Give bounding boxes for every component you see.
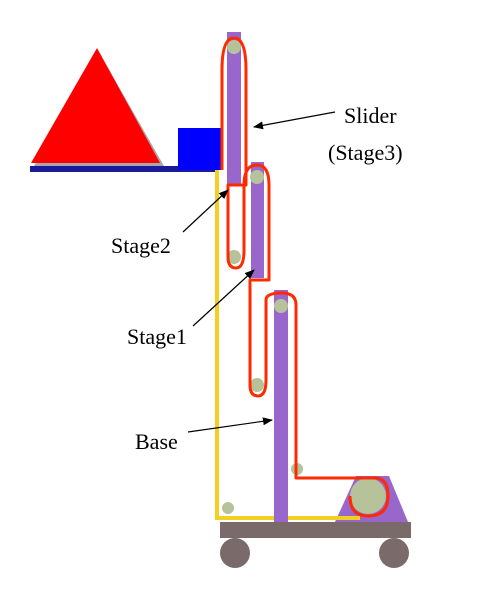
stage1-label: Stage1 <box>127 324 187 349</box>
pulley-stage2-top <box>250 170 264 184</box>
stage2-column <box>251 162 264 278</box>
base-leader-line <box>187 417 273 433</box>
stage1-column <box>274 290 288 522</box>
pulley-yellow-corner <box>222 502 234 514</box>
stage2-leader-line <box>182 189 229 233</box>
red-cable <box>220 36 390 518</box>
stage2-label: Stage2 <box>111 233 171 258</box>
motor-pulley <box>350 478 386 514</box>
slider-leader-line <box>253 111 336 130</box>
cart-platform <box>220 522 411 538</box>
slider-stage3-column <box>227 32 241 184</box>
pulley-stage1-top <box>274 299 288 313</box>
payload-base-plate <box>30 166 218 172</box>
cart-wheel-right <box>379 538 409 568</box>
yellow-belt <box>215 170 360 520</box>
payload-triangle <box>31 48 160 163</box>
cart-wheel-left <box>220 538 250 568</box>
pulley-slider-top <box>227 40 241 54</box>
slider-label-line2: (Stage3) <box>328 140 403 165</box>
pulley-stage2-bottom <box>227 250 241 264</box>
carriage-block <box>178 128 221 170</box>
base-label: Base <box>135 429 178 454</box>
stage1-leader-line <box>192 269 255 327</box>
pulley-stage1-bottom <box>250 378 264 392</box>
slider-label-line1: Slider <box>344 103 397 128</box>
